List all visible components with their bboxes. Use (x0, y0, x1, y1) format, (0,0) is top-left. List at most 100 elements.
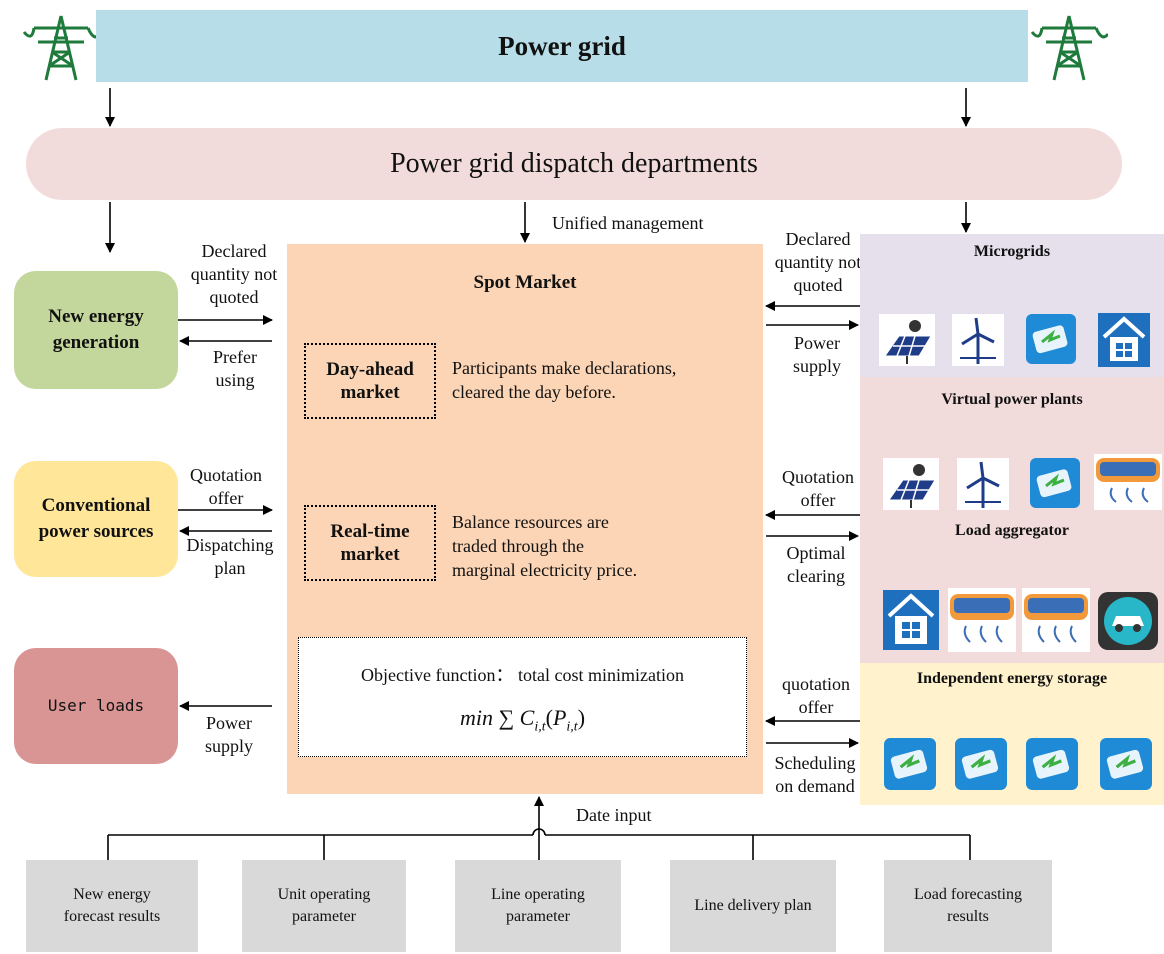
power-grid-bar: Power grid (96, 10, 1028, 82)
battery-icon (955, 738, 1007, 790)
battery-icon (1026, 738, 1078, 790)
right-quotation-label: Quotation offer (768, 466, 868, 512)
left-prefer-l1: Prefer (213, 347, 257, 367)
formula-c-sub: i,t (534, 719, 546, 735)
day-ahead-line2: market (340, 382, 400, 403)
new-energy-line1: New energy (48, 306, 144, 327)
battery-icon (1100, 738, 1152, 790)
right-scheduling-l1: Scheduling (774, 753, 856, 773)
formula-p-sub: i,t (566, 719, 578, 735)
date-input-label: Date input (576, 805, 652, 825)
left-power-supply-l1: Power (206, 713, 252, 733)
right-power-supply-l2: supply (792, 356, 841, 376)
house-icon (1098, 313, 1150, 367)
air-conditioner-icon (948, 588, 1016, 652)
input-2-line1: Unit operating (277, 886, 371, 903)
spot-market-title: Spot Market (473, 272, 577, 293)
left-power-supply-l2: supply (204, 736, 253, 756)
input-1-line1: New energy (73, 886, 151, 903)
dispatch-departments: Power grid dispatch departments (26, 128, 1122, 200)
input-new-energy-forecast: New energy forecast results (26, 860, 198, 952)
new-energy-line2: generation (52, 332, 140, 353)
formula-sum: ∑ (498, 705, 515, 730)
right-optimal-l2: clearing (787, 566, 845, 586)
left-dispatching-l2: plan (214, 558, 246, 578)
right-declared-l1: Declared (785, 229, 851, 249)
right-optimal-l1: Optimal (786, 543, 846, 563)
input-5-line2: results (947, 908, 989, 925)
right-quotation2-l1: quotation (782, 674, 850, 694)
right-declared-l2: quantity not (774, 252, 862, 272)
microgrids-title: Microgrids (973, 243, 1051, 260)
input-3-line1: Line operating (491, 886, 585, 903)
storage-title: Independent energy storage (916, 670, 1108, 687)
right-quotation-l2: offer (800, 490, 836, 510)
air-conditioner-icon (1094, 454, 1162, 510)
left-quotation-label: Quotation offer (176, 464, 276, 510)
input-5-line1: Load forecasting (914, 886, 1022, 903)
objective-formula: min ∑ Ci,t(Pi,t) (459, 705, 586, 735)
right-scheduling-label: Scheduling on demand (760, 752, 870, 798)
input-4-line1: Line delivery plan (694, 897, 812, 914)
real-time-market-box: Real-time market (304, 505, 436, 581)
right-optimal-label: Optimal clearing (766, 542, 866, 588)
day-ahead-market-box: Day-ahead market (304, 343, 436, 419)
real-time-desc-line3: marginal electricity price. (452, 560, 638, 580)
left-power-supply-label: Power supply (184, 712, 274, 758)
input-line-operating: Line operating parameter (455, 860, 621, 952)
new-energy-generation-box: New energy generation (14, 271, 178, 389)
conventional-line2: power sources (38, 521, 154, 542)
formula-min: min (459, 705, 493, 730)
power-tower-icon (1030, 12, 1108, 84)
solar-panel-icon (883, 458, 939, 510)
left-declared-label: Declared quantity not quoted (180, 240, 288, 309)
input-unit-operating: Unit operating parameter (242, 860, 406, 952)
conventional-line1: Conventional (41, 495, 151, 516)
day-ahead-desc-line1: Participants make declarations, (452, 358, 677, 378)
left-declared-l3: quoted (209, 287, 259, 307)
day-ahead-line1: Day-ahead (326, 359, 414, 380)
right-quotation2-label: quotation offer (766, 673, 866, 719)
right-declared-label: Declared quantity not quoted (762, 228, 874, 297)
objective-function-text: Objective function： total cost minimizat… (361, 665, 684, 685)
left-quotation-l2: offer (208, 488, 244, 508)
power-tower-icon (22, 12, 100, 84)
left-quotation-l1: Quotation (190, 465, 262, 485)
day-ahead-desc-line2: cleared the day before. (452, 382, 616, 402)
load-aggregator-title: Load aggregator (955, 522, 1069, 539)
real-time-desc-line1: Balance resources are (452, 512, 609, 532)
formula-c: C (519, 705, 535, 730)
real-time-desc-line2: traded through the (452, 536, 584, 556)
conventional-power-box: Conventional power sources (14, 461, 178, 577)
air-conditioner-icon (1022, 588, 1090, 652)
real-time-line2: market (340, 544, 400, 565)
formula-p: P (552, 705, 567, 730)
electric-car-icon (1098, 592, 1158, 650)
vpp-title: Virtual power plants (941, 391, 1083, 408)
right-declared-l3: quoted (793, 275, 843, 295)
input-3-line2: parameter (506, 908, 570, 925)
dispatch-title: Power grid dispatch departments (390, 148, 758, 179)
wind-turbine-icon (957, 458, 1009, 510)
solar-panel-icon (879, 314, 935, 366)
battery-icon (884, 738, 936, 790)
wind-turbine-icon (952, 314, 1004, 366)
real-time-description: Balance resources are traded through the… (452, 510, 637, 582)
right-power-supply-l1: Power (794, 333, 840, 353)
objective-function-box (298, 637, 747, 757)
user-loads-label: User loads (47, 696, 145, 715)
right-quotation-l1: Quotation (782, 467, 854, 487)
input-line-delivery: Line delivery plan (670, 860, 836, 952)
right-quotation2-l2: offer (798, 697, 834, 717)
house-icon (883, 590, 939, 650)
input-load-forecasting: Load forecasting results (884, 860, 1052, 952)
battery-icon (1030, 458, 1080, 508)
power-grid-title: Power grid (498, 30, 626, 61)
real-time-line1: Real-time (330, 521, 410, 542)
left-dispatching-label: Dispatching plan (168, 534, 292, 580)
battery-icon (1026, 314, 1076, 364)
left-dispatching-l1: Dispatching (186, 535, 274, 555)
right-power-supply-label: Power supply (772, 332, 862, 378)
left-declared-l1: Declared (201, 241, 267, 261)
input-1-line2: forecast results (63, 908, 161, 925)
